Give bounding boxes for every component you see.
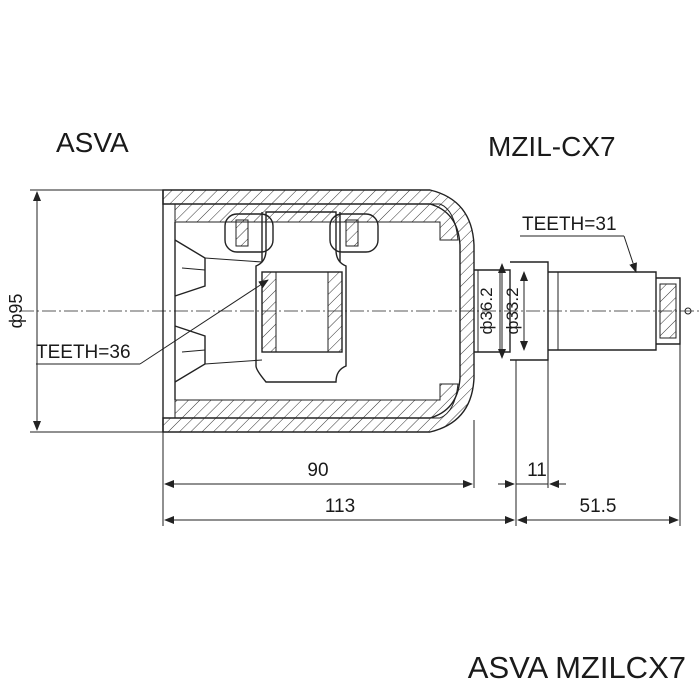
shaft-diameter-1-label: ф36.2 <box>477 287 496 334</box>
length-body-label: 90 <box>307 460 328 481</box>
length-total-label: 113 <box>325 496 355 517</box>
outer-teeth-label: TEETH=31 <box>522 214 617 235</box>
brand-label: ASVA <box>56 127 129 158</box>
outer-diameter-label: ф95 <box>6 294 26 329</box>
outer-teeth-leader <box>623 235 637 273</box>
shaft-diameter-2-label: ф33.2 <box>503 287 522 334</box>
footer-caption: ASVA MZILCX7 <box>468 650 686 685</box>
part-number-label: MZIL-CX7 <box>488 131 616 162</box>
length-step-label: 11 <box>527 460 547 481</box>
inner-teeth-leader <box>139 279 269 365</box>
length-shaft-label: 51.5 <box>580 496 617 517</box>
inner-teeth-label: TEETH=36 <box>36 342 131 363</box>
tripod-roller <box>224 211 379 383</box>
